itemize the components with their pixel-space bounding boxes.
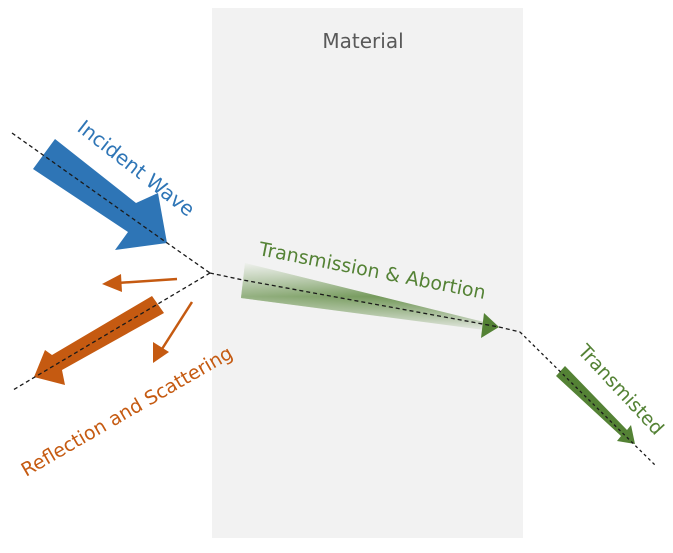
transmitted-arrow	[556, 366, 635, 444]
scatter-arrow-down	[153, 301, 194, 363]
incident-wave-arrow	[33, 139, 167, 250]
material-label: Material	[322, 29, 403, 53]
scatter-arrow-left	[102, 274, 178, 292]
wave-path-incident	[11, 132, 211, 274]
wave-path-reflection	[12, 272, 211, 391]
reflection-arrow	[34, 296, 164, 385]
wave-path-transmitted	[519, 331, 656, 466]
wave-path-transmission	[209, 272, 521, 333]
